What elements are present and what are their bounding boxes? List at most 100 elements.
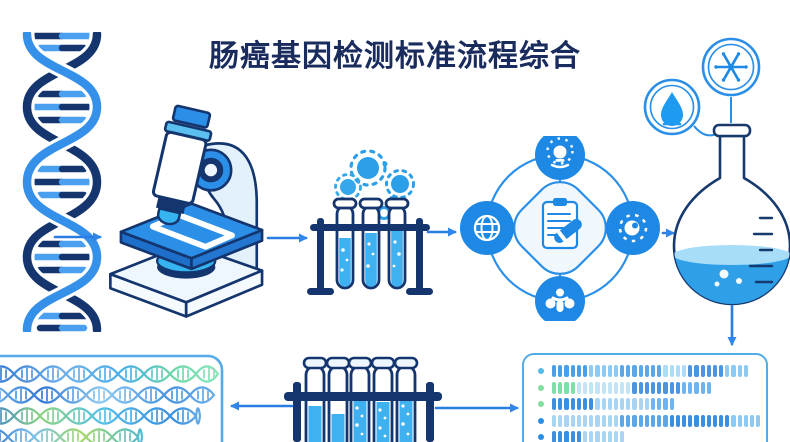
sequence-bar [756, 414, 761, 427]
sequence-bar [570, 431, 575, 442]
sequence-bar [681, 365, 687, 378]
virus-particles-icon [334, 149, 415, 220]
row-dot [538, 368, 544, 375]
sequence-bar [564, 365, 569, 378]
sequence-bar [737, 365, 742, 378]
row-dot [538, 417, 544, 424]
sequence-bar [700, 381, 705, 394]
lightbulb-icon [535, 136, 585, 180]
sequence-bar [613, 398, 619, 411]
sequence-bar [570, 381, 575, 394]
virus-dot-icon [606, 201, 660, 255]
sequence-bar [626, 398, 631, 411]
sequence-bar [663, 398, 668, 411]
microscope-icon [109, 104, 264, 318]
sequence-bar [589, 381, 594, 394]
report-row [538, 396, 766, 413]
report-row [538, 429, 766, 442]
sequence-bar [719, 414, 724, 427]
sequence-bar [700, 365, 705, 378]
sequence-bar [651, 414, 656, 427]
sequence-bar [663, 381, 668, 394]
sequence-bar [657, 381, 662, 394]
sequence-bar [552, 414, 557, 427]
globe-icon [460, 201, 514, 255]
sequence-bar [564, 398, 569, 411]
sequence-bar [607, 365, 612, 378]
sequence-bar [632, 381, 637, 394]
sequence-bar [669, 398, 674, 411]
sequence-bar [558, 431, 563, 442]
sequence-bar [570, 398, 575, 411]
sequence-bar [613, 365, 619, 378]
sequence-bar [638, 414, 643, 427]
sequence-bar [601, 398, 606, 411]
sequence-bar [595, 365, 600, 378]
sequence-bar [576, 381, 581, 394]
analysis-hub-icon [460, 136, 660, 321]
sequence-bar [595, 398, 600, 411]
sequence-bar [638, 381, 643, 394]
sequence-bar [564, 381, 569, 394]
sequence-bar [576, 414, 581, 427]
sequence-bar [576, 398, 581, 411]
sequence-bar [681, 414, 687, 427]
sequence-bar [558, 398, 563, 411]
sequence-bar [644, 414, 649, 427]
sequence-bar [601, 365, 606, 378]
sequence-bar [712, 414, 718, 427]
sequence-bar [582, 414, 588, 427]
sequence-bar [607, 381, 612, 394]
sequence-bar [570, 365, 575, 378]
sequence-bar [632, 398, 637, 411]
sequence-bar [719, 365, 724, 378]
sequence-bar [552, 398, 557, 411]
report-row [538, 380, 766, 397]
rack-frame [307, 218, 433, 295]
sequence-bar [669, 414, 674, 427]
sequence-bar [582, 381, 588, 394]
sequence-bar [706, 365, 711, 378]
sequence-bar [737, 414, 742, 427]
row-dot [538, 401, 544, 408]
large-rack-tubes [302, 356, 419, 442]
sequence-bar [607, 414, 612, 427]
sequence-bar [620, 414, 625, 427]
sequence-bar [613, 381, 619, 394]
sequence-bar [675, 365, 680, 378]
sequence-bar [644, 365, 649, 378]
sequence-bar [743, 414, 748, 427]
sequence-bar [694, 365, 699, 378]
sequence-bar [576, 365, 581, 378]
sequence-bar [657, 414, 662, 427]
sequence-bar [582, 398, 588, 411]
sequence-bar [558, 414, 563, 427]
dna-strands-icon [0, 354, 224, 442]
sequence-bar [601, 381, 606, 394]
sequence-bar [576, 431, 581, 442]
sequence-bar [607, 431, 612, 442]
sequence-bar [589, 414, 594, 427]
sequence-bar [706, 381, 711, 394]
sequence-bar [750, 414, 755, 427]
sequence-bar [651, 365, 656, 378]
sequence-bar [700, 414, 705, 427]
sequence-bar [663, 365, 668, 378]
sequence-bar [589, 365, 594, 378]
sequence-bar [669, 381, 674, 394]
sequence-bar [638, 398, 643, 411]
sequence-bar [595, 381, 600, 394]
dna-wave-rows [0, 365, 220, 442]
sequence-bar [644, 398, 649, 411]
sequence-bar [601, 414, 606, 427]
large-rack-frame [284, 382, 442, 442]
sequence-bar [626, 365, 631, 378]
sequence-bar [570, 414, 575, 427]
sequence-bar [712, 365, 718, 378]
dna-helix-icon [19, 32, 105, 332]
sequence-bar [651, 381, 656, 394]
sequence-bar [582, 431, 588, 442]
sequence-bar [632, 365, 637, 378]
sequence-bar [688, 365, 693, 378]
sequence-bar [582, 365, 588, 378]
